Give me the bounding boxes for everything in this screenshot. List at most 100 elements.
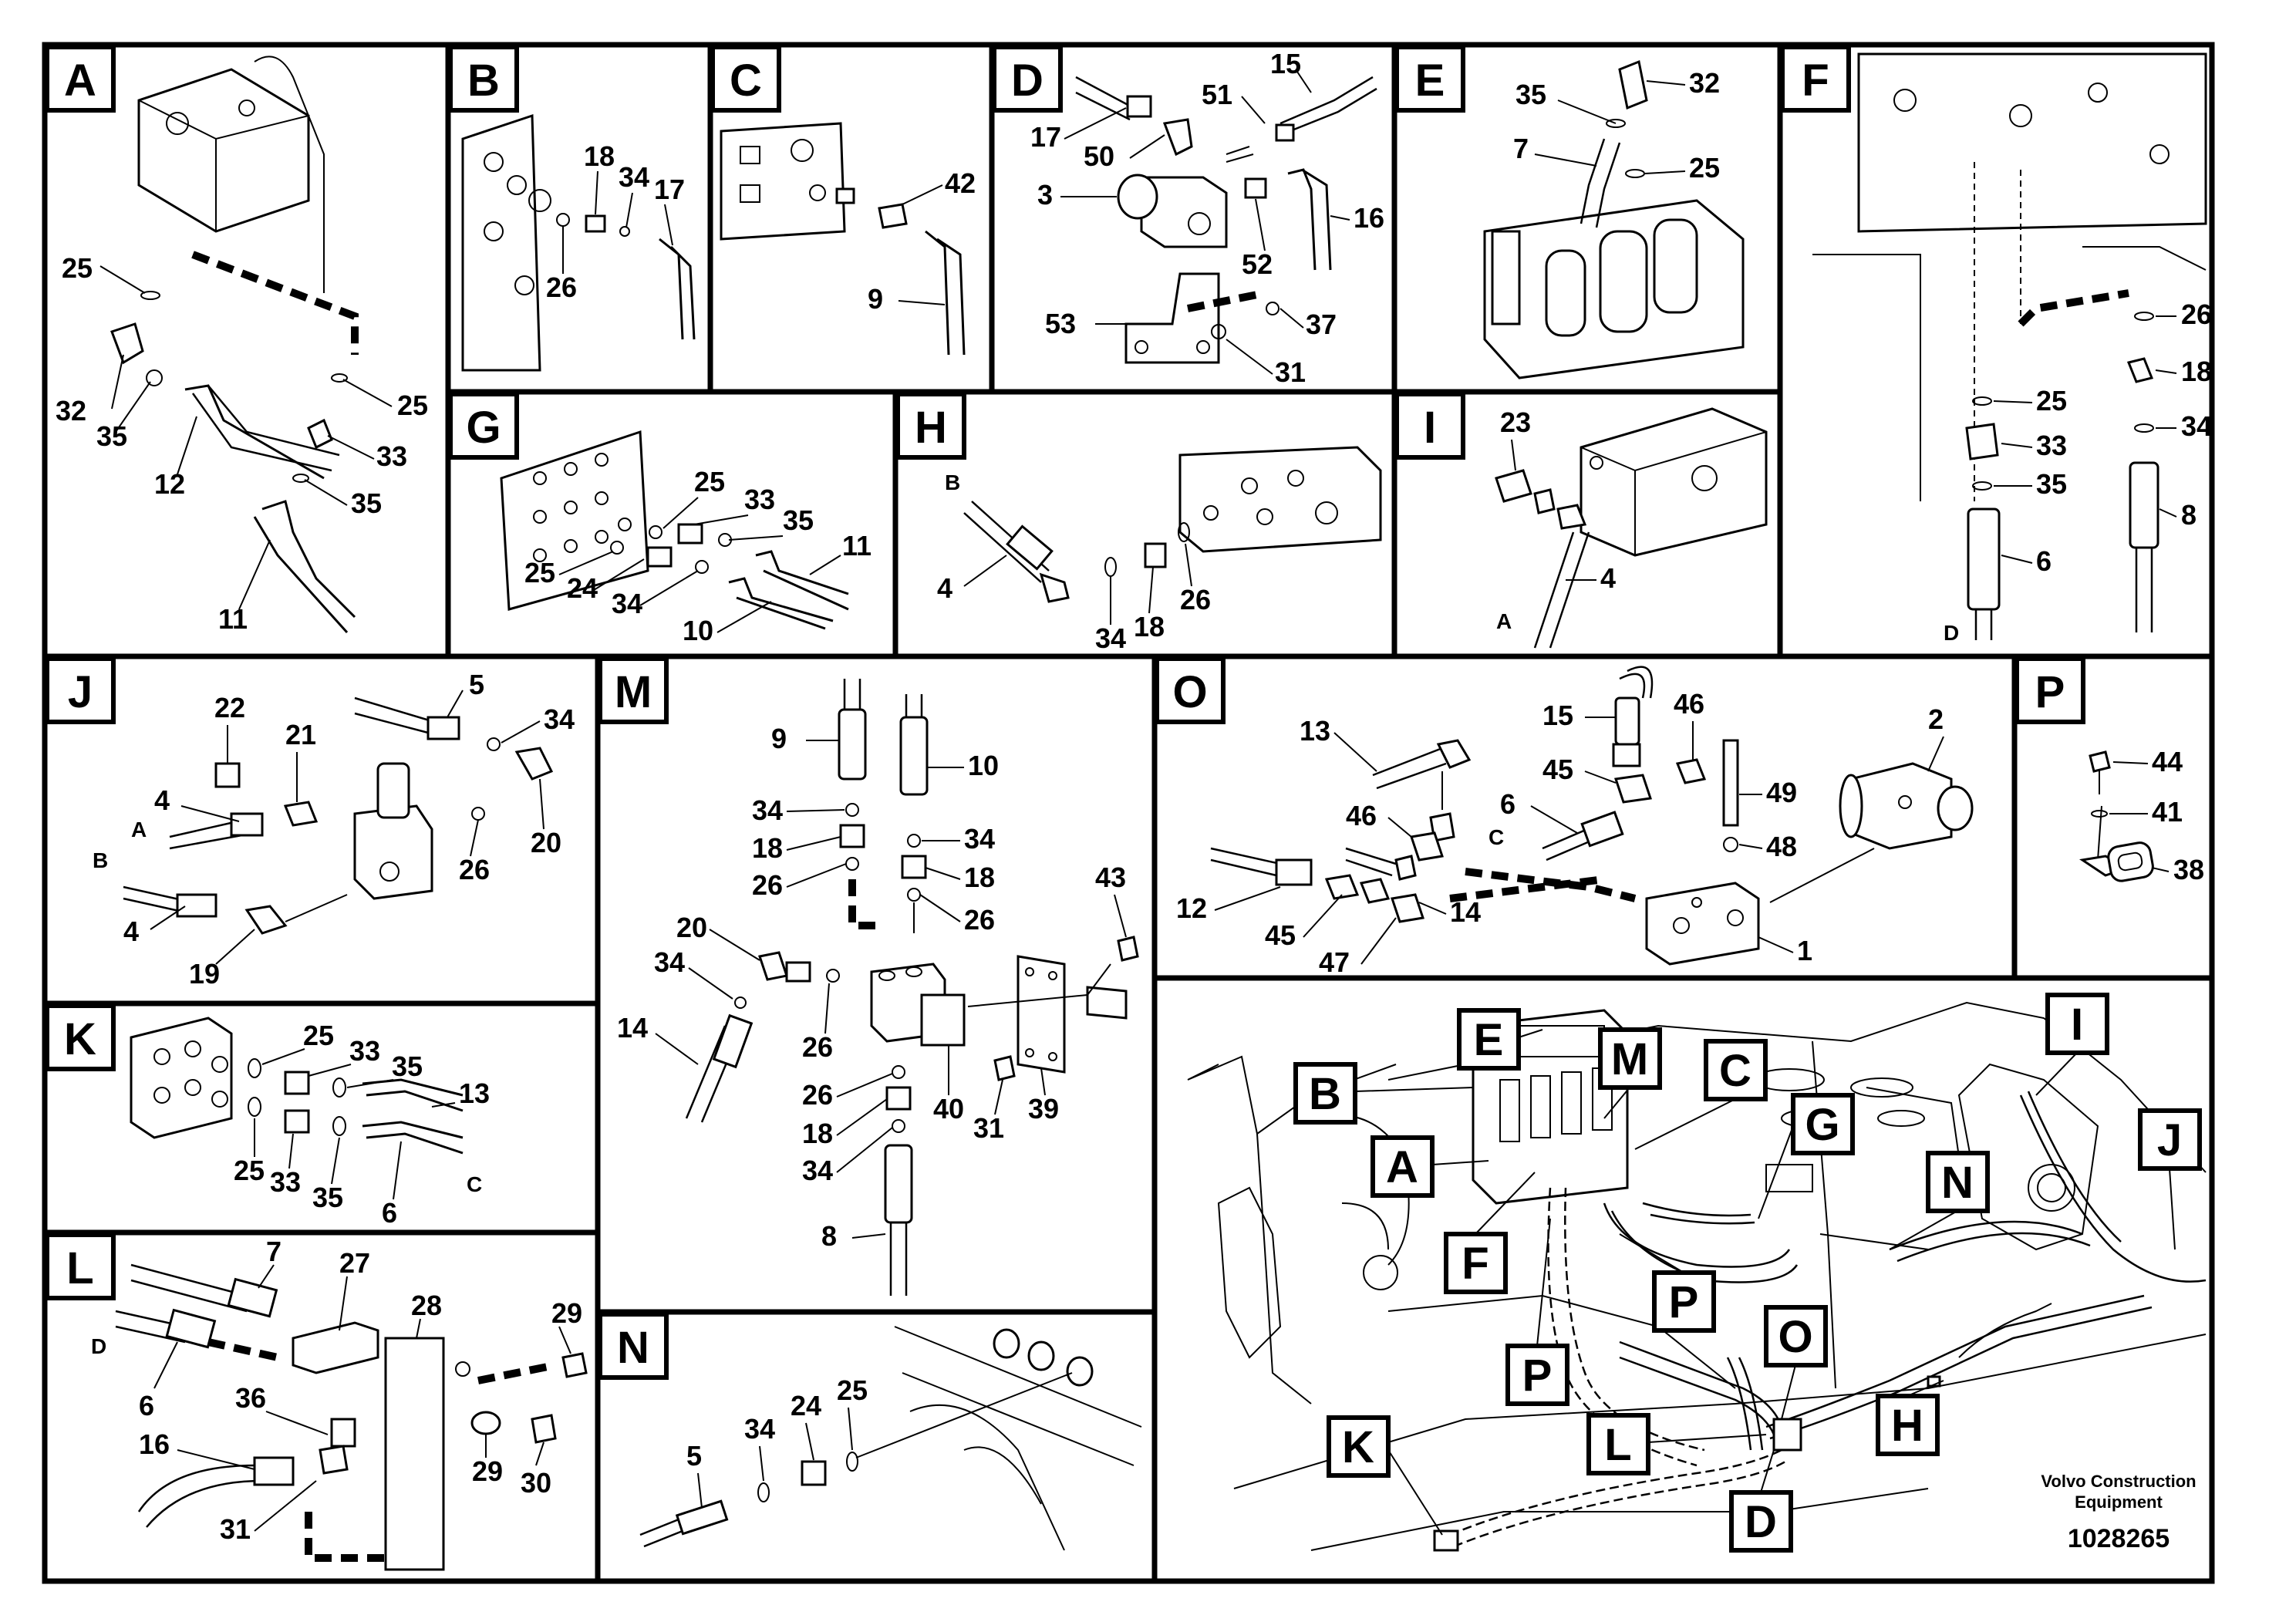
label-g-33: 33: [744, 484, 775, 515]
callout-p-2: P: [1522, 1351, 1553, 1401]
label-l-16: 16: [139, 1428, 170, 1460]
label-o-48: 48: [1766, 831, 1797, 862]
label-g-34: 34: [612, 588, 642, 619]
label-d-3: 3: [1037, 179, 1053, 211]
label-a-11: 11: [218, 603, 248, 635]
panel-i-letter: I: [1424, 403, 1436, 453]
label-c-42: 42: [945, 167, 976, 199]
label-f-34: 34: [2181, 410, 2212, 442]
label-b-17: 17: [654, 174, 685, 205]
label-m-18-1: 18: [752, 832, 783, 864]
label-a-35-1: 35: [96, 420, 127, 452]
callout-c: C: [1719, 1046, 1752, 1096]
label-k-33-2: 33: [270, 1166, 301, 1198]
label-l-6: 6: [139, 1390, 154, 1421]
label-o-6: 6: [1500, 788, 1515, 820]
label-a-25-2: 25: [397, 389, 428, 421]
label-d-53: 53: [1045, 308, 1076, 339]
label-g-24: 24: [567, 572, 598, 604]
label-j-22: 22: [214, 692, 245, 723]
label-m-18-3: 18: [802, 1118, 833, 1149]
label-g-25-2: 25: [524, 557, 555, 588]
label-m-18-2: 18: [964, 862, 995, 893]
label-h-34: 34: [1095, 622, 1126, 654]
panel-i: I 23 4 A: [1394, 392, 1768, 649]
callout-g: G: [1805, 1100, 1839, 1150]
label-p-41: 41: [2152, 796, 2183, 828]
label-f-8: 8: [2181, 499, 2197, 531]
label-o-46-1: 46: [1674, 688, 1704, 720]
label-a-12: 12: [154, 468, 185, 500]
label-j-4-2: 4: [123, 916, 139, 947]
label-d-17: 17: [1030, 121, 1061, 153]
label-m-31: 31: [973, 1112, 1004, 1144]
label-n-24: 24: [791, 1390, 821, 1421]
panel-overview: E M C I B A G J N F P P O H: [1187, 993, 2207, 1553]
label-g-35: 35: [783, 504, 814, 536]
label-i-4: 4: [1600, 562, 1616, 594]
label-d-16: 16: [1354, 202, 1384, 234]
label-i-a: A: [1496, 609, 1512, 633]
label-b-18: 18: [584, 140, 615, 172]
label-m-34-1: 34: [752, 794, 783, 826]
label-i-23: 23: [1500, 406, 1531, 438]
label-k-13: 13: [459, 1077, 490, 1109]
panel-h-letter: H: [915, 403, 947, 453]
label-n-34: 34: [744, 1413, 775, 1445]
label-m-26-4: 26: [802, 1079, 833, 1111]
label-m-43: 43: [1095, 862, 1126, 893]
label-l-29-1: 29: [551, 1297, 582, 1329]
panel-b: B 18 34 17 26: [448, 45, 696, 372]
label-e-32: 32: [1689, 67, 1720, 99]
label-m-9: 9: [771, 723, 787, 754]
label-o-c: C: [1489, 825, 1504, 849]
panel-a: A 25 25 32 35 12 33 35 11: [45, 45, 428, 635]
label-m-39: 39: [1028, 1093, 1059, 1125]
label-o-49: 49: [1766, 777, 1797, 808]
label-h-18: 18: [1134, 611, 1165, 642]
label-l-30: 30: [521, 1467, 551, 1499]
callout-k: K: [1342, 1422, 1374, 1472]
label-f-d: D: [1944, 621, 1959, 645]
callout-l: L: [1604, 1420, 1631, 1470]
label-f-35: 35: [2036, 468, 2067, 500]
label-m-10: 10: [968, 750, 999, 781]
panel-p-letter: P: [2035, 667, 2065, 717]
label-n-25: 25: [837, 1374, 868, 1406]
label-a-25-1: 25: [62, 252, 93, 284]
callout-f: F: [1462, 1239, 1489, 1289]
label-d-51: 51: [1202, 79, 1232, 110]
panel-h: H B 4 34 18 26: [895, 392, 1382, 654]
label-m-26-2: 26: [964, 904, 995, 936]
panel-e: E 35 32 7 25: [1394, 45, 1745, 379]
callout-i: I: [2071, 1000, 2083, 1050]
label-j-b: B: [93, 848, 108, 872]
label-o-12: 12: [1176, 892, 1207, 924]
company-line-2: Equipment: [2075, 1492, 2163, 1512]
callout-p-1: P: [1669, 1277, 1699, 1327]
label-d-50: 50: [1084, 140, 1114, 172]
label-g-10: 10: [683, 615, 713, 646]
panel-d-letter: D: [1011, 56, 1043, 106]
label-o-15: 15: [1542, 700, 1573, 731]
panel-k: K 25 33 35 13 25 33 35 6 C: [45, 1003, 490, 1229]
label-j-26: 26: [459, 854, 490, 885]
callout-h: H: [1891, 1401, 1923, 1451]
label-m-8: 8: [821, 1220, 837, 1252]
panel-n: N 34 24 25 5: [598, 1312, 1142, 1551]
label-o-45-2: 45: [1265, 919, 1296, 951]
label-k-25-2: 25: [234, 1155, 265, 1186]
label-n-5: 5: [686, 1440, 702, 1472]
panel-p: P 44 41 38: [2014, 656, 2204, 885]
label-f-25: 25: [2036, 385, 2067, 416]
label-l-7: 7: [266, 1236, 282, 1267]
panel-n-letter: N: [617, 1323, 649, 1373]
label-g-11: 11: [842, 530, 872, 561]
label-b-26: 26: [546, 271, 577, 303]
label-k-33-1: 33: [349, 1035, 380, 1067]
label-d-31: 31: [1275, 356, 1306, 388]
label-a-35-2: 35: [351, 487, 382, 519]
label-l-31: 31: [220, 1513, 251, 1545]
panel-f-letter: F: [1802, 56, 1829, 106]
label-o-1: 1: [1797, 935, 1812, 966]
